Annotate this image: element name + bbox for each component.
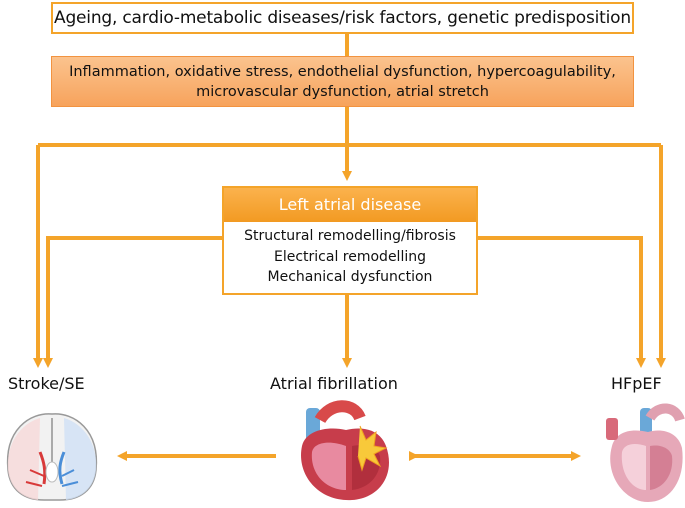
brain-icon [6, 413, 98, 501]
la-item-structural: Structural remodelling/fibrosis [244, 228, 456, 244]
risk-factors-box: Ageing, cardio-metabolic diseases/risk f… [51, 2, 634, 34]
atrial-fibrillation-label: Atrial fibrillation [270, 374, 398, 393]
hfpef-label: HFpEF [611, 374, 662, 393]
arrow-la-to-hfpef [478, 236, 646, 368]
heart-hfpef-icon [606, 403, 685, 502]
mechanisms-box: Inflammation, oxidative stress, endothel… [51, 56, 634, 107]
la-item-electrical: Electrical remodelling [274, 248, 426, 265]
arrow-la-to-stroke [43, 236, 222, 368]
la-item-mechanical: Mechanical dysfunction [267, 269, 433, 285]
left-atrial-disease-list: Structural remodelling/fibrosis Electric… [224, 222, 476, 288]
stroke-label: Stroke/SE [8, 374, 85, 393]
mechanisms-line-2: microvascular dysfunction, atrial stretc… [196, 84, 489, 100]
left-atrial-disease-title: Left atrial disease [224, 188, 476, 222]
heart-af-icon [301, 400, 389, 501]
risk-factors-text: Ageing, cardio-metabolic diseases/risk f… [54, 8, 631, 28]
mechanisms-line-1: Inflammation, oxidative stress, endothel… [69, 64, 616, 80]
left-atrial-disease-box: Left atrial disease Structural remodelli… [222, 186, 478, 295]
